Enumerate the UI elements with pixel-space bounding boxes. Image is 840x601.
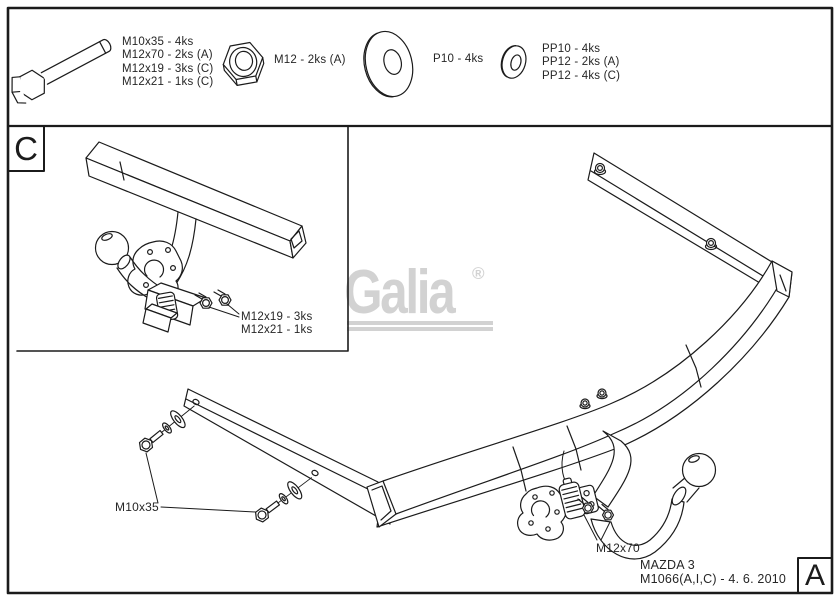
swan-neck bbox=[590, 498, 685, 560]
ball-mount-bracket bbox=[592, 430, 632, 508]
drawing-number: M1066(A,I,C) - 4. 6. 2010 bbox=[640, 572, 787, 586]
page-border bbox=[6, 6, 834, 595]
inset-crossbar-detail-drawing bbox=[85, 141, 307, 333]
hex-bolt-icon bbox=[11, 38, 112, 104]
spring-washer-size-list: PP10 - 4ks PP12 - 2ks (A) PP12 - 4ks (C) bbox=[542, 43, 620, 83]
inset-bolt-callout-line: M12x21 - 1ks bbox=[241, 324, 313, 337]
registered-trademark-icon: ® bbox=[472, 264, 485, 283]
galia-brand-text: Galia bbox=[344, 258, 456, 327]
bolt-size-line: M10x35 - 4ks bbox=[122, 36, 194, 48]
leader-line-m12x70-1 bbox=[583, 514, 598, 541]
small-washer-icon bbox=[500, 45, 527, 79]
flat-washer-icon bbox=[363, 30, 414, 98]
exploded-bolt-left-2 bbox=[254, 477, 312, 523]
sheet-reference-letter-a: A bbox=[804, 558, 825, 592]
bolt-size-line: M12x70 - 2ks (A) bbox=[122, 49, 213, 62]
spring-washer-size-line: PP10 - 4ks bbox=[542, 43, 601, 55]
bolt-size-line: M12x21 - 1ks (C) bbox=[122, 76, 214, 89]
m10x35-callout: M10x35 bbox=[115, 500, 159, 514]
left-side-member bbox=[183, 388, 391, 525]
inset-box-border bbox=[16, 126, 349, 352]
spring-washer-size-line: PP12 - 4ks (C) bbox=[542, 69, 621, 82]
washer-size-label: P10 - 4ks bbox=[433, 53, 484, 65]
m12x70-callout: M12x70 bbox=[596, 541, 640, 555]
galia-watermark-logo: Galia ® bbox=[344, 262, 504, 338]
corner-box-c bbox=[7, 126, 45, 172]
nut-size-label: M12 - 2ks (A) bbox=[274, 54, 346, 66]
m12x70-bolt-1 bbox=[577, 496, 595, 514]
main-towbar-drawing bbox=[138, 152, 793, 560]
bolt-size-list: M10x35 - 4ks M12x70 - 2ks (A) M12x19 - 3… bbox=[122, 36, 213, 90]
detail-reference-letter-c: C bbox=[14, 129, 38, 167]
logo-underline-bottom bbox=[347, 327, 493, 331]
inset-bolt-callout: M12x19 - 3ks M12x21 - 1ks bbox=[241, 311, 312, 338]
hex-nut-icon bbox=[222, 41, 265, 86]
inset-leader-line-1 bbox=[208, 306, 240, 318]
corner-box-a bbox=[797, 557, 833, 594]
tow-ball bbox=[681, 452, 717, 488]
leader-line-m12x70-2 bbox=[600, 521, 611, 541]
leader-line-m10x35-1 bbox=[145, 452, 159, 504]
logo-underline-top bbox=[347, 321, 493, 325]
vehicle-model: MAZDA 3 bbox=[640, 558, 695, 572]
bolt-size-line: M12x19 - 3ks (C) bbox=[122, 62, 214, 75]
leader-line-m10x35-2 bbox=[160, 506, 257, 513]
inset-leader-line-2 bbox=[226, 303, 240, 315]
right-side-member bbox=[587, 152, 773, 284]
title-block: MAZDA 3 M1066(A,I,C) - 4. 6. 2010 bbox=[640, 558, 786, 586]
ribbed-clamp-block bbox=[558, 477, 586, 520]
m12x70-bolt-2 bbox=[597, 503, 615, 521]
inset-bolt-callout-line: M12x19 - 3ks bbox=[241, 311, 313, 323]
spring-washer-size-line: PP12 - 2ks (A) bbox=[542, 56, 620, 69]
exploded-bolt-left-1 bbox=[138, 405, 195, 453]
